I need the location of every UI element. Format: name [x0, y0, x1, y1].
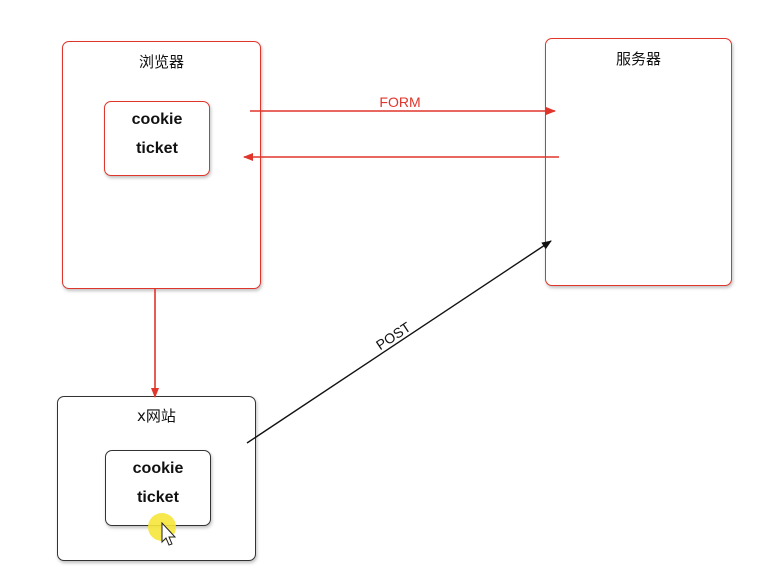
browser-title: 浏览器: [138, 53, 184, 71]
browser-cookie-box: cookie ticket: [104, 101, 210, 176]
browser-cookie-label: cookie: [131, 111, 183, 128]
browser-node: 浏览器 cookie ticket: [62, 41, 261, 289]
browser-ticket-label: ticket: [136, 140, 178, 157]
xsite-cookie-box: cookie ticket: [105, 450, 211, 526]
xsite-node: x网站 cookie ticket: [57, 396, 256, 561]
server-node: 服务器: [545, 38, 732, 286]
xsite-title: x网站: [137, 407, 176, 425]
form-label: FORM: [379, 94, 420, 110]
post-label: POST: [373, 318, 414, 353]
xsite-ticket-label: ticket: [137, 489, 179, 506]
post-arrow: [246, 240, 552, 444]
server-title: 服务器: [615, 50, 661, 68]
xsite-cookie-label: cookie: [132, 460, 184, 477]
